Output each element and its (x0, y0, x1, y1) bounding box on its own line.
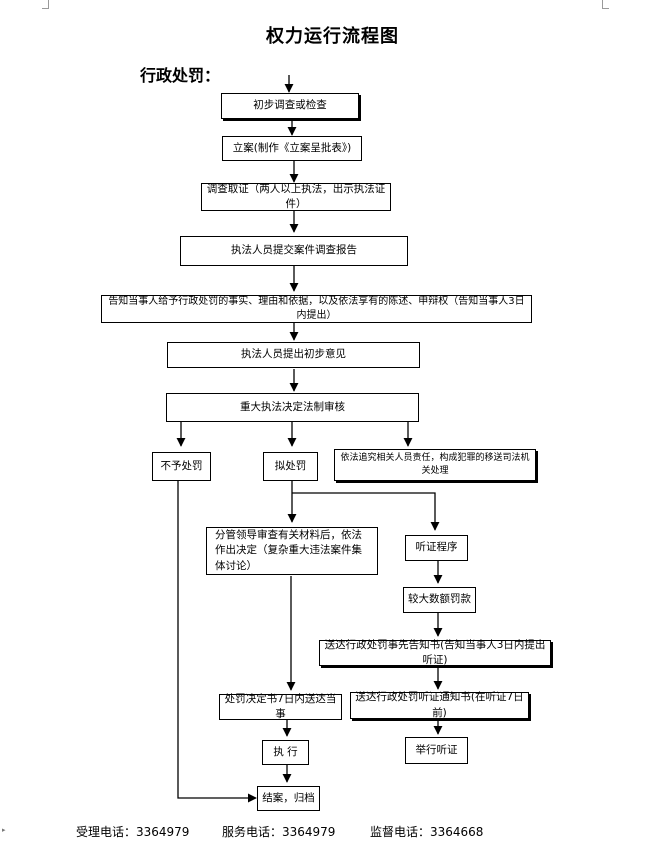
step-hearing-procedure: 听证程序 (405, 535, 468, 561)
step-execute: 执 行 (262, 740, 309, 765)
step-notify-party: 告知当事人给予行政处罚的事实、理由和依据，以及依法享有的陈述、申辩权（告知当事人… (101, 295, 532, 323)
arrow-penalty-hearing (292, 492, 440, 531)
step-pre-notice: 送达行政处罚事先告知书(告知当事人3日内提出听证) (319, 639, 551, 666)
document-title: 权力运行流程图 (266, 26, 399, 47)
page-corner-mark-right (602, 0, 609, 9)
step-legal-review: 重大执法决定法制审核 (166, 393, 419, 422)
section-title: 行政处罚： (140, 66, 221, 85)
step-hearing-notice: 送达行政处罚听证通知书(在听证7日前) (350, 691, 529, 719)
step-close-case: 结案，归档 (257, 786, 320, 811)
margin-mark: ▸ (2, 826, 6, 834)
footer-service-phone: 服务电话：3364979 (222, 825, 336, 839)
step-deliver-decision: 处罚决定书7日内送达当事 (219, 693, 342, 720)
branch-no-penalty: 不予处罚 (152, 452, 211, 481)
step-leader-decision: 分管领导审查有关材料后，依法作出决定（复杂重大违法案件集体讨论） (206, 527, 378, 575)
step-hold-hearing: 举行听证 (405, 737, 468, 764)
step-initial-opinion: 执法人员提出初步意见 (167, 342, 420, 368)
branch-transfer-judicial: 依法追究相关人员责任，构成犯罪的移送司法机关处理 (334, 449, 536, 481)
step-large-fine: 较大数额罚款 (403, 587, 476, 613)
step-submit-report: 执法人员提交案件调查报告 (180, 236, 408, 266)
branch-propose-penalty: 拟处罚 (263, 452, 318, 481)
footer-supervise-phone: 监督电话：3364668 (370, 825, 484, 839)
footer-accept-phone: 受理电话：3364979 (76, 825, 190, 839)
step-collect-evidence: 调查取证（两人以上执法，出示执法证件） (201, 183, 391, 211)
page-corner-mark-left (42, 0, 49, 9)
step-file-case: 立案(制作《立案呈批表》) (222, 136, 362, 161)
arrow-nopenalty-close (177, 481, 257, 803)
step-initial-investigation: 初步调查或检查 (221, 93, 359, 119)
